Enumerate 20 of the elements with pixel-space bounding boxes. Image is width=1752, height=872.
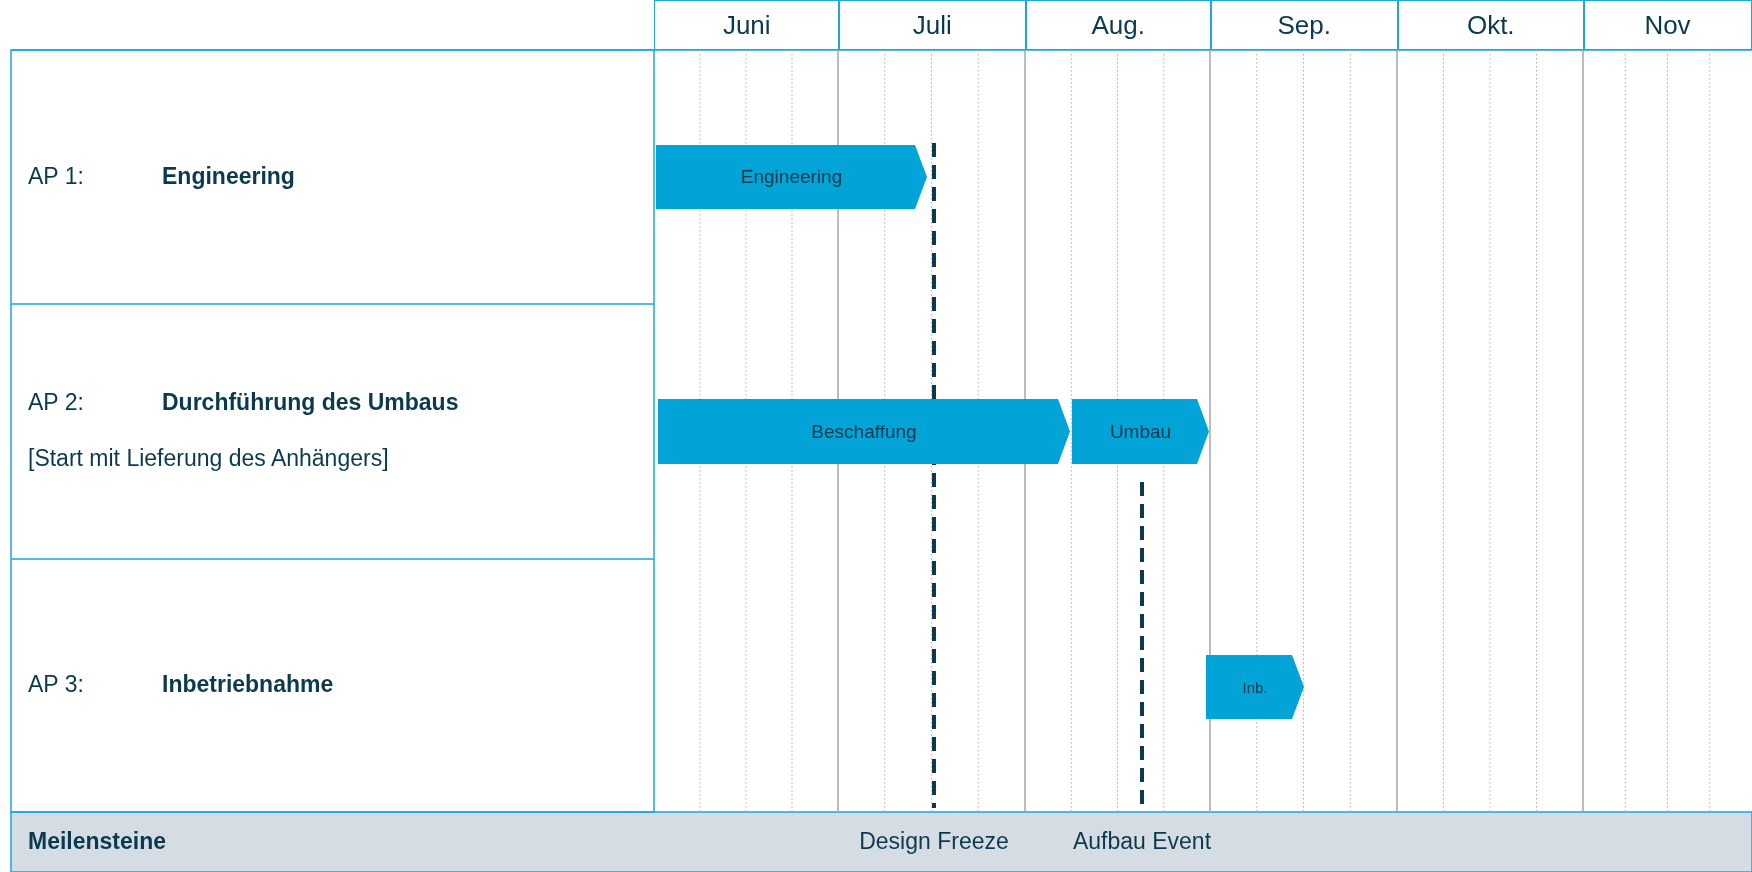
month-header: Juli [838,0,1027,50]
row-title: Durchführung des Umbaus [162,389,459,416]
row-label: AP 2: [28,389,84,416]
task-bar: Engineering [656,145,927,209]
month-header: Nov [1583,0,1752,50]
row-label: AP 3: [28,671,84,698]
row-title: Engineering [162,163,295,190]
row-label: AP 1: [28,163,84,190]
task-bar: Beschaffung [658,399,1070,464]
milestone-label: Aufbau Event [1072,828,1212,855]
task-bar: Inb. [1206,655,1304,719]
month-header: Sep. [1210,0,1399,50]
month-header: Okt. [1397,0,1585,50]
milestone-label: Design Freeze [859,828,1009,855]
row-title: Inbetriebnahme [162,671,334,698]
month-header: Juni [654,0,840,50]
row-note: [Start mit Lieferung des Anhängers] [28,445,389,472]
task-bar: Umbau [1072,399,1209,464]
month-header: Aug. [1025,0,1212,50]
band-title: Meilensteine [28,828,167,855]
